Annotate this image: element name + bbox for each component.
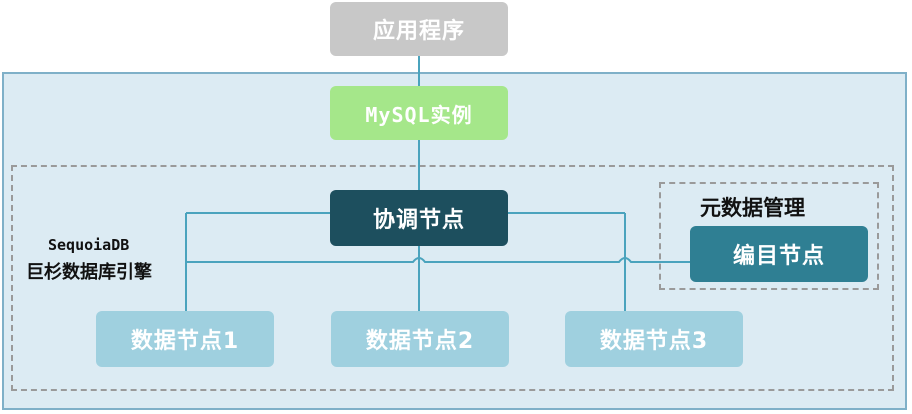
data-node-2: 数据节点2 [331,311,509,367]
sequoiadb-name: SequoiaDB [48,236,130,254]
app-node: 应用程序 [330,2,508,56]
data-node-label: 数据节点2 [365,329,475,354]
coordinator-node: 协调节点 [330,190,508,246]
data-node-3: 数据节点3 [565,311,743,367]
engine-boundary [11,165,894,391]
mysql-instance-node: MySQL实例 [330,86,508,140]
sequoiadb-name-cn: 巨杉数据库引擎 [26,262,152,283]
data-node-1: 数据节点1 [96,311,274,367]
metadata-boundary [659,182,879,290]
mysql-label: MySQL实例 [365,102,473,127]
connector-bus [186,257,690,263]
catalog-node: 编目节点 [690,226,868,282]
catalog-label: 编目节点 [732,244,825,269]
app-label: 应用程序 [372,19,465,44]
coordinator-label: 协调节点 [372,208,465,233]
data-node-label: 数据节点3 [599,329,709,354]
data-node-label: 数据节点1 [130,329,240,354]
metadata-group-label: 元数据管理 [700,196,805,220]
